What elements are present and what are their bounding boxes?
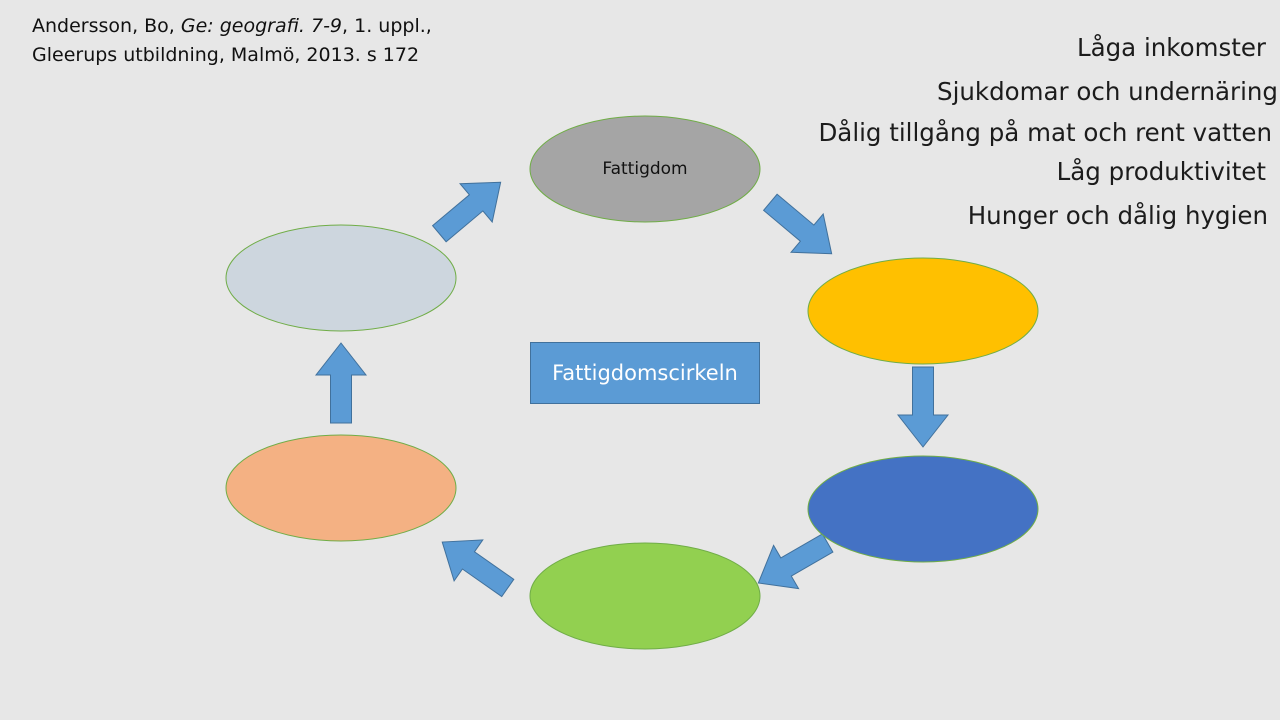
citation-book-title: Ge: geografi. 7-9 xyxy=(180,15,343,37)
factor-item: Dålig tillgång på mat och rent vatten xyxy=(818,118,1272,147)
cycle-arrow xyxy=(314,342,368,424)
cycle-node xyxy=(807,257,1039,365)
factor-item: Hunger och dålig hygien xyxy=(967,201,1268,230)
cycle-arrow xyxy=(441,539,515,598)
cycle-node xyxy=(225,434,457,542)
citation-edition: , 1. uppl., xyxy=(342,15,432,37)
cycle-node xyxy=(807,455,1039,563)
citation-line-2: Gleerups utbildning, Malmö, 2013. s 172 xyxy=(32,44,420,66)
cycle-node-label: Fattigdom xyxy=(602,159,688,179)
citation: Andersson, Bo, Ge: geografi. 7-9, 1. upp… xyxy=(32,12,432,70)
cycle-node xyxy=(529,542,761,650)
factor-item: Låga inkomster xyxy=(1076,33,1266,62)
cycle-node xyxy=(225,224,457,332)
factor-item: Sjukdomar och undernäring xyxy=(937,77,1278,106)
factor-item: Låg produktivitet xyxy=(1056,157,1266,186)
cycle-node xyxy=(529,115,761,223)
citation-line-1: Andersson, Bo, Ge: geografi. 7-9, 1. upp… xyxy=(32,12,432,41)
cycle-arrow xyxy=(431,181,502,243)
cycle-title-box: Fattigdomscirkeln xyxy=(530,342,760,404)
cycle-arrow xyxy=(757,533,834,590)
citation-author: Andersson, Bo, xyxy=(32,15,181,37)
cycle-arrow xyxy=(762,193,833,255)
cycle-arrow xyxy=(896,366,950,448)
factor-list: Låga inkomster Sjukdomar och undernäring… xyxy=(720,0,1280,240)
